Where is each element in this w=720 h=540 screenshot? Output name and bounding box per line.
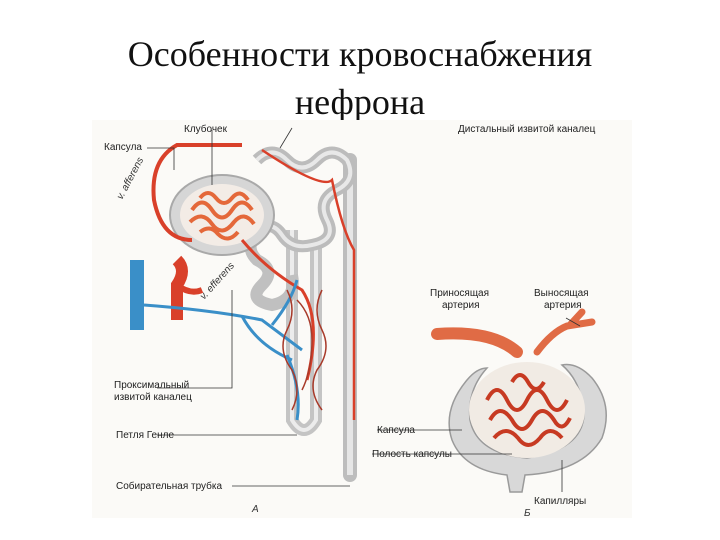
label-efferent-line-1: Выносящая [534, 288, 589, 299]
label-afferent-line-1: Приносящая [430, 288, 489, 299]
panel-a-letter: А [251, 504, 259, 515]
label-afferent-line-2: артерия [442, 300, 480, 311]
label-proximal-line-2: извитой каналец [114, 392, 192, 403]
label-capillaries: Капилляры [534, 496, 586, 507]
label-capsule-a: Капсула [104, 142, 142, 153]
label-loop-of-henle: Петля Генле [116, 430, 174, 441]
label-collecting-duct: Собирательная трубка [116, 480, 222, 492]
nephron-blood-supply-figure: Капсула Клубочек Дистальный извитой кана… [92, 120, 632, 518]
label-distal-tubule: Дистальный извитой каналец [458, 124, 596, 135]
label-proximal-line-1: Проксимальный [114, 380, 189, 391]
label-efferent-line-2: артерия [544, 300, 582, 311]
panel-b-letter: Б [524, 508, 531, 518]
label-capsule-cavity: Полость капсулы [372, 449, 452, 460]
slide-title: Особенности кровоснабжения нефрона [0, 30, 720, 126]
title-line-2: нефрона [0, 78, 720, 126]
title-line-1: Особенности кровоснабжения [0, 30, 720, 78]
label-glomerulus: Клубочек [184, 123, 228, 135]
label-capsule-b: Капсула [377, 425, 415, 436]
